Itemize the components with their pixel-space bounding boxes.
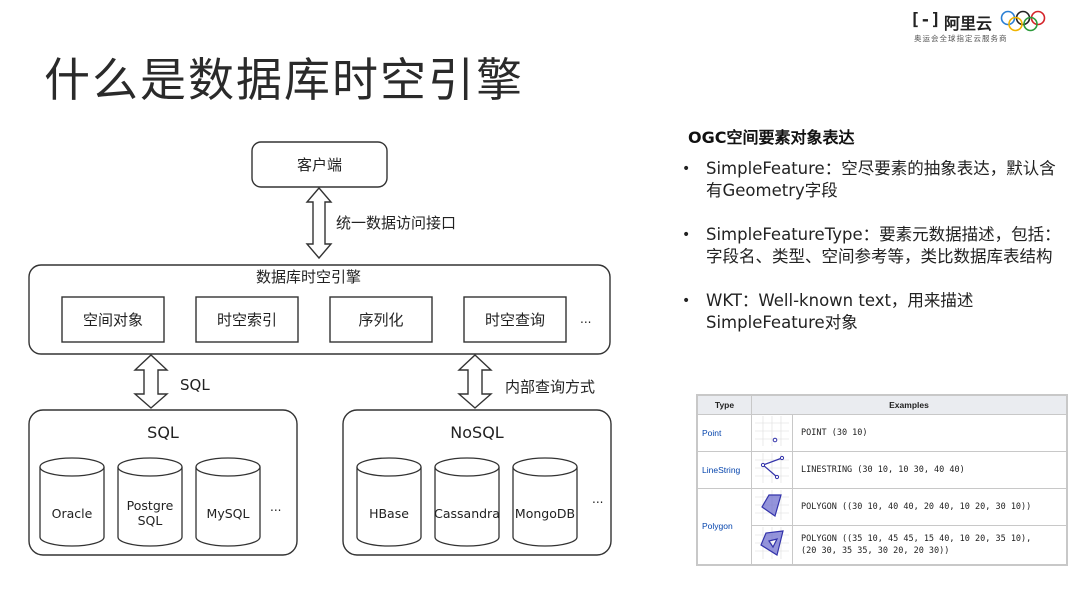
- olympic-rings-icon: [1000, 10, 1046, 32]
- double-arrow-access: [305, 186, 333, 260]
- db-label-mysql: MySQL: [206, 505, 250, 521]
- module-label-spatiotemporal-index: 时空索引: [216, 311, 277, 329]
- db-label-hbase: HBase: [369, 505, 409, 521]
- bullet-text: WKT：Well-known text，用来描述SimpleFeature对象: [706, 291, 974, 332]
- module-label-spatiotemporal-query: 时空查询: [484, 311, 545, 329]
- engine-title: 数据库时空引擎: [256, 268, 362, 286]
- table-row: Point POINT (30 10): [697, 414, 1067, 452]
- db-label-mongodb: MongoDB: [514, 505, 576, 521]
- database-cylinder-mysql: [195, 457, 261, 547]
- nosql-more-ellipsis: ...: [592, 492, 604, 506]
- wkt-example-table: Type Examples Point POINT (30 10) LineSt…: [696, 394, 1068, 566]
- type-link-point[interactable]: Point: [697, 414, 752, 452]
- page-title: 什么是数据库时空引擎: [44, 53, 524, 107]
- wkt-example-text: POLYGON ((30 10, 40 40, 20 40, 10 20, 30…: [792, 487, 1067, 526]
- polygon-hole-icon: [755, 527, 789, 560]
- module-box-spatiotemporal-query: [463, 296, 567, 343]
- brand-name: 阿里云: [944, 14, 993, 33]
- polygon-icon: [755, 490, 789, 521]
- type-link-linestring[interactable]: LineString: [697, 450, 752, 489]
- module-box-spatial-object: [61, 296, 165, 343]
- point-icon: [755, 416, 789, 447]
- table-row: Polygon POLYGON ((30 10, 40 40, 20 40, 1…: [697, 487, 1067, 566]
- bullet-simplefeaturetype: SimpleFeatureType：要素元数据描述，包括：字段名、类型、空间参考…: [682, 224, 1068, 268]
- table-row: LineString LINESTRING (30 10, 10 30, 40 …: [697, 450, 1067, 489]
- double-arrow-nosql: [457, 354, 493, 409]
- bullet-wkt: WKT：Well-known text，用来描述SimpleFeature对象: [682, 290, 1068, 334]
- nosql-group-title: NoSQL: [450, 422, 504, 442]
- table-row: POLYGON ((35 10, 45 45, 15 40, 10 20, 35…: [698, 524, 1067, 566]
- access-interface-label: 统一数据访问接口: [336, 214, 457, 232]
- wkt-example-text: POLYGON ((35 10, 45 45, 15 40, 10 20, 35…: [792, 524, 1067, 566]
- linestring-icon: [755, 453, 789, 484]
- ogc-section-title: OGC空间要素对象表达: [688, 128, 855, 147]
- wkt-example-text: LINESTRING (30 10, 10 30, 40 40): [792, 450, 1067, 489]
- module-box-serialization: [329, 296, 433, 343]
- nosql-group-box: [342, 409, 612, 556]
- type-link-polygon[interactable]: Polygon: [697, 487, 752, 566]
- module-label-spatial-object: 空间对象: [82, 311, 143, 329]
- sql-arrow-label: SQL: [180, 376, 210, 394]
- module-box-spatiotemporal-index: [195, 296, 299, 343]
- brand-logo: [-] 阿里云 奥运会全球指定云服务商: [910, 8, 1056, 46]
- bullet-text: SimpleFeature：空尽要素的抽象表达，默认含有Geometry字段: [706, 159, 1056, 200]
- db-label-cassandra: Cassandra: [434, 505, 500, 521]
- sql-group-title: SQL: [147, 422, 179, 442]
- module-label-serialization: 序列化: [358, 311, 404, 329]
- ogc-bullet-list: SimpleFeature：空尽要素的抽象表达，默认含有Geometry字段 S…: [682, 158, 1068, 356]
- sql-more-ellipsis: ...: [270, 500, 282, 514]
- sql-group-box: [28, 409, 298, 556]
- client-box: [251, 141, 388, 188]
- engine-more-ellipsis: ...: [580, 312, 592, 326]
- wkt-example-text: POINT (30 10): [792, 414, 1067, 452]
- database-cylinder-mongodb: [512, 457, 578, 547]
- database-cylinder-hbase: [356, 457, 422, 547]
- bullet-text: SimpleFeatureType：要素元数据描述，包括：字段名、类型、空间参考…: [706, 225, 1061, 266]
- double-arrow-sql: [133, 354, 169, 409]
- db-label-oracle: Oracle: [51, 505, 93, 521]
- brand-mark: [-]: [910, 10, 941, 30]
- database-cylinder-oracle: [39, 457, 105, 547]
- engine-box: [28, 264, 611, 355]
- bullet-simplefeature: SimpleFeature：空尽要素的抽象表达，默认含有Geometry字段: [682, 158, 1068, 202]
- database-cylinder-cassandra: [434, 457, 500, 547]
- architecture-diagram: [28, 141, 612, 556]
- nosql-arrow-label: 内部查询方式: [505, 378, 596, 396]
- brand-subtitle: 奥运会全球指定云服务商: [914, 34, 1008, 43]
- database-cylinder-postgresql: [117, 457, 183, 547]
- table-header-examples: Examples: [751, 395, 1067, 415]
- table-header-type: Type: [697, 395, 752, 415]
- db-label-postgresql: Postgre SQL: [126, 498, 174, 528]
- client-label: 客户端: [296, 156, 342, 174]
